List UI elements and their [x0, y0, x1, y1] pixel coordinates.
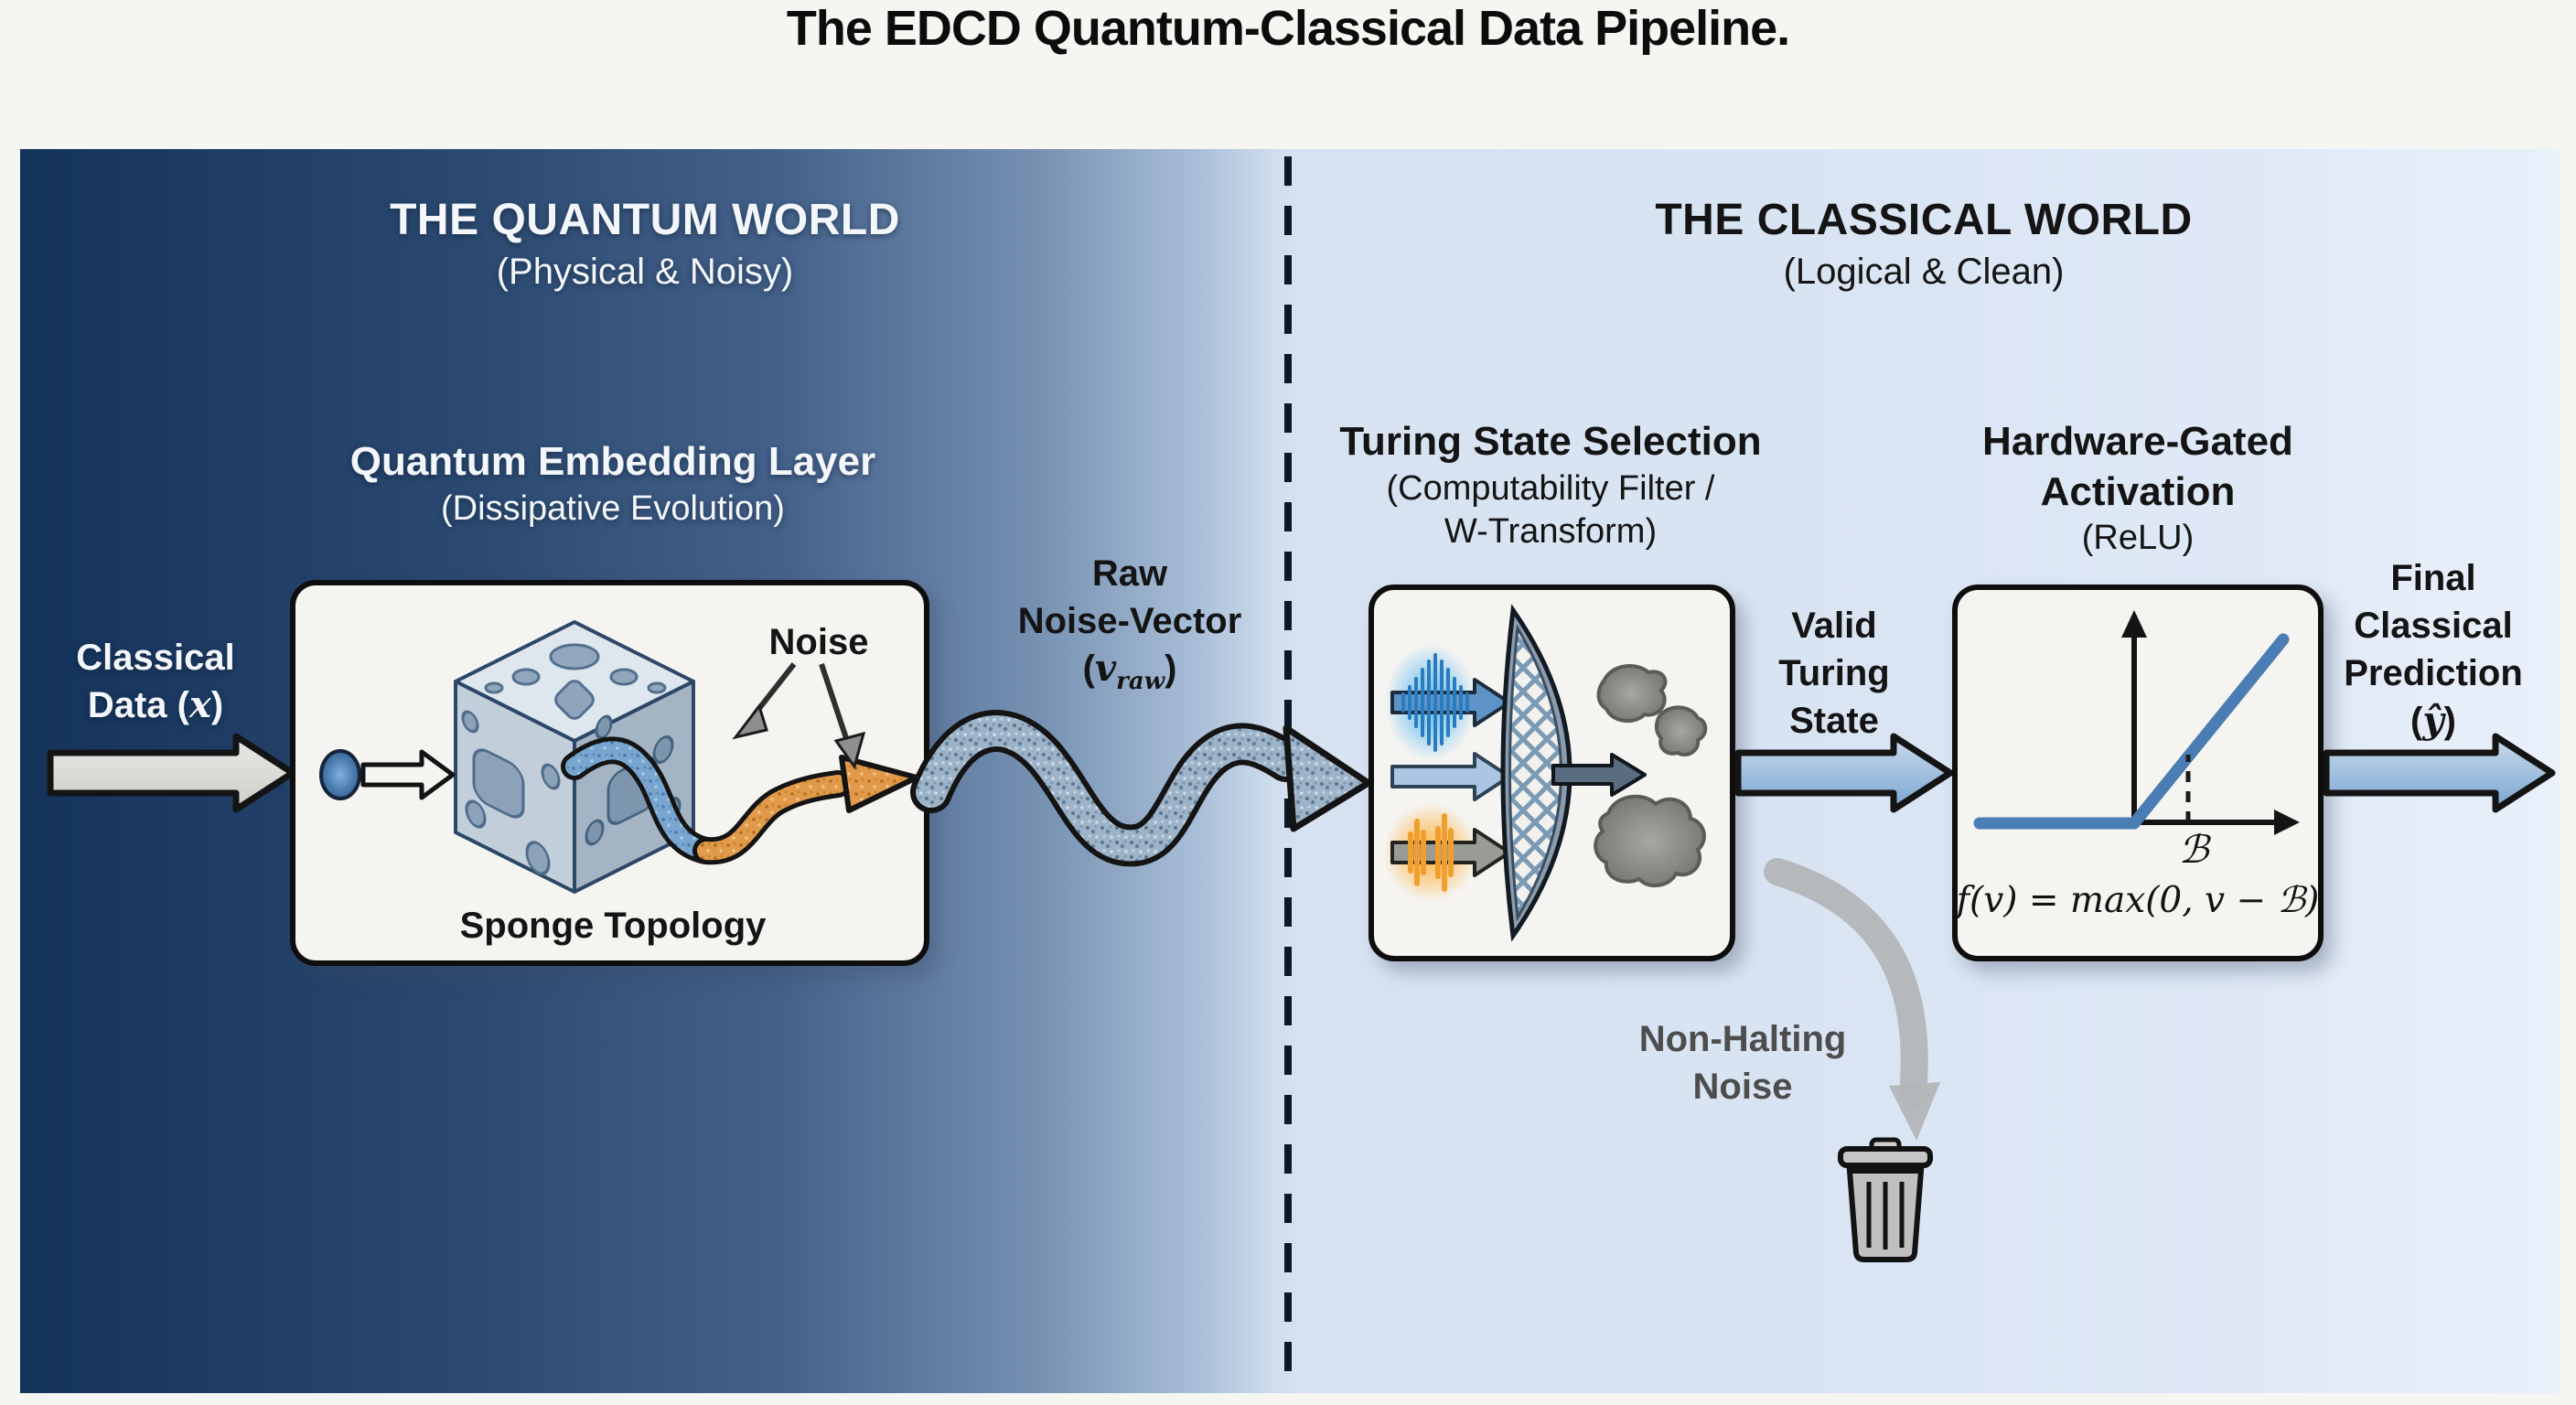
- orange-arrowhead: [839, 755, 919, 813]
- activation-title-1: Hardware-Gated: [1982, 419, 2293, 464]
- orange-ribbon: [697, 775, 847, 861]
- turing-title: Turing State Selection: [1339, 419, 1762, 464]
- plain-state-arrow-icon: [1390, 752, 1511, 801]
- turing-subtitle-1: (Computability Filter /: [1386, 468, 1715, 508]
- valid-turing-state-label: Valid Turing State: [1778, 606, 1890, 741]
- input-data-label: Classical Data (x): [76, 638, 235, 726]
- hollow-arrow-icon: [360, 749, 456, 800]
- final-output-arrow-icon: [2323, 733, 2556, 813]
- discard-curved-arrow-icon: [1764, 858, 1940, 1141]
- quantum-world-subtitle: (Physical & Noisy): [496, 251, 794, 292]
- input-arrow-icon: [47, 733, 296, 813]
- prediction-variable: ŷ: [2422, 699, 2444, 742]
- noisy-ribbons-icon: [561, 736, 919, 865]
- sponge-topology-caption: Sponge Topology: [459, 906, 767, 946]
- blue-ribbon: [565, 741, 715, 860]
- x-axis-arrowhead: [2274, 810, 2300, 835]
- raw-noise-vector-label: Raw Noise-Vector (vraw): [1017, 553, 1242, 695]
- trash-can-icon: [1838, 1137, 1933, 1262]
- threshold-label: ℬ: [2178, 827, 2209, 872]
- sponge-cube-icon: [454, 620, 695, 894]
- sieve-mesh-icon: [1508, 624, 1562, 922]
- input-state-ball-icon: [319, 749, 456, 800]
- turing-heading: Turing State Selection (Computability Fi…: [1308, 417, 1793, 553]
- raw-noise-wave-arrow-icon: [910, 710, 1372, 867]
- non-halting-noise-label: Non-Halting Noise: [1638, 1019, 1847, 1107]
- final-prediction-label: Final Classical Prediction (ŷ): [2344, 558, 2523, 742]
- quantum-world-heading: THE QUANTUM WORLD (Physical & Noisy): [329, 194, 961, 295]
- activation-subtitle: (ReLU): [2081, 519, 2195, 558]
- embedding-title: Quantum Embedding Layer: [349, 439, 876, 484]
- turing-filter-graphic: [1383, 604, 1708, 942]
- classical-world-subtitle: (Logical & Clean): [1783, 251, 2065, 292]
- classical-world-heading: THE CLASSICAL WORLD (Logical & Clean): [1608, 194, 2239, 295]
- input-variable-x: x: [188, 683, 211, 726]
- raw-vector-subscript: raw: [1116, 668, 1165, 695]
- page-title: The EDCD Quantum-Classical Data Pipeline…: [786, 1, 1790, 56]
- noise-label: Noise: [768, 622, 869, 662]
- relu-box: [1952, 585, 2324, 961]
- relu-plot-icon: [1973, 610, 2300, 835]
- raw-vector-variable: v: [1094, 647, 1117, 690]
- activation-title-2: Activation: [2040, 468, 2236, 514]
- filtered-output-arrow-icon: [1551, 753, 1647, 797]
- turing-subtitle-2: W-Transform): [1444, 511, 1658, 551]
- y-axis-arrowhead: [2121, 610, 2147, 638]
- embedding-heading: Quantum Embedding Layer (Dissipative Evo…: [302, 437, 924, 531]
- relu-formula: f(v) = max(0, v − ℬ): [1956, 880, 2320, 921]
- valid-state-arrow-icon: [1390, 678, 1511, 727]
- activation-heading: Hardware-Gated Activation (ReLU): [1909, 417, 2367, 560]
- rejected-noise-blobs: [1594, 664, 1708, 888]
- classical-world-title: THE CLASSICAL WORLD: [1655, 196, 2193, 244]
- relu-rising-segment: [2128, 633, 2290, 830]
- valid-state-flow-arrow-icon: [1734, 733, 1954, 813]
- embedding-subtitle: (Dissipative Evolution): [441, 488, 785, 528]
- blue-wavepacket-bars: [1401, 653, 1469, 752]
- noise-pointer-arrows-icon: [732, 662, 866, 770]
- orange-wavepacket-bars: [1408, 813, 1454, 892]
- quantum-world-title: THE QUANTUM WORLD: [390, 196, 900, 244]
